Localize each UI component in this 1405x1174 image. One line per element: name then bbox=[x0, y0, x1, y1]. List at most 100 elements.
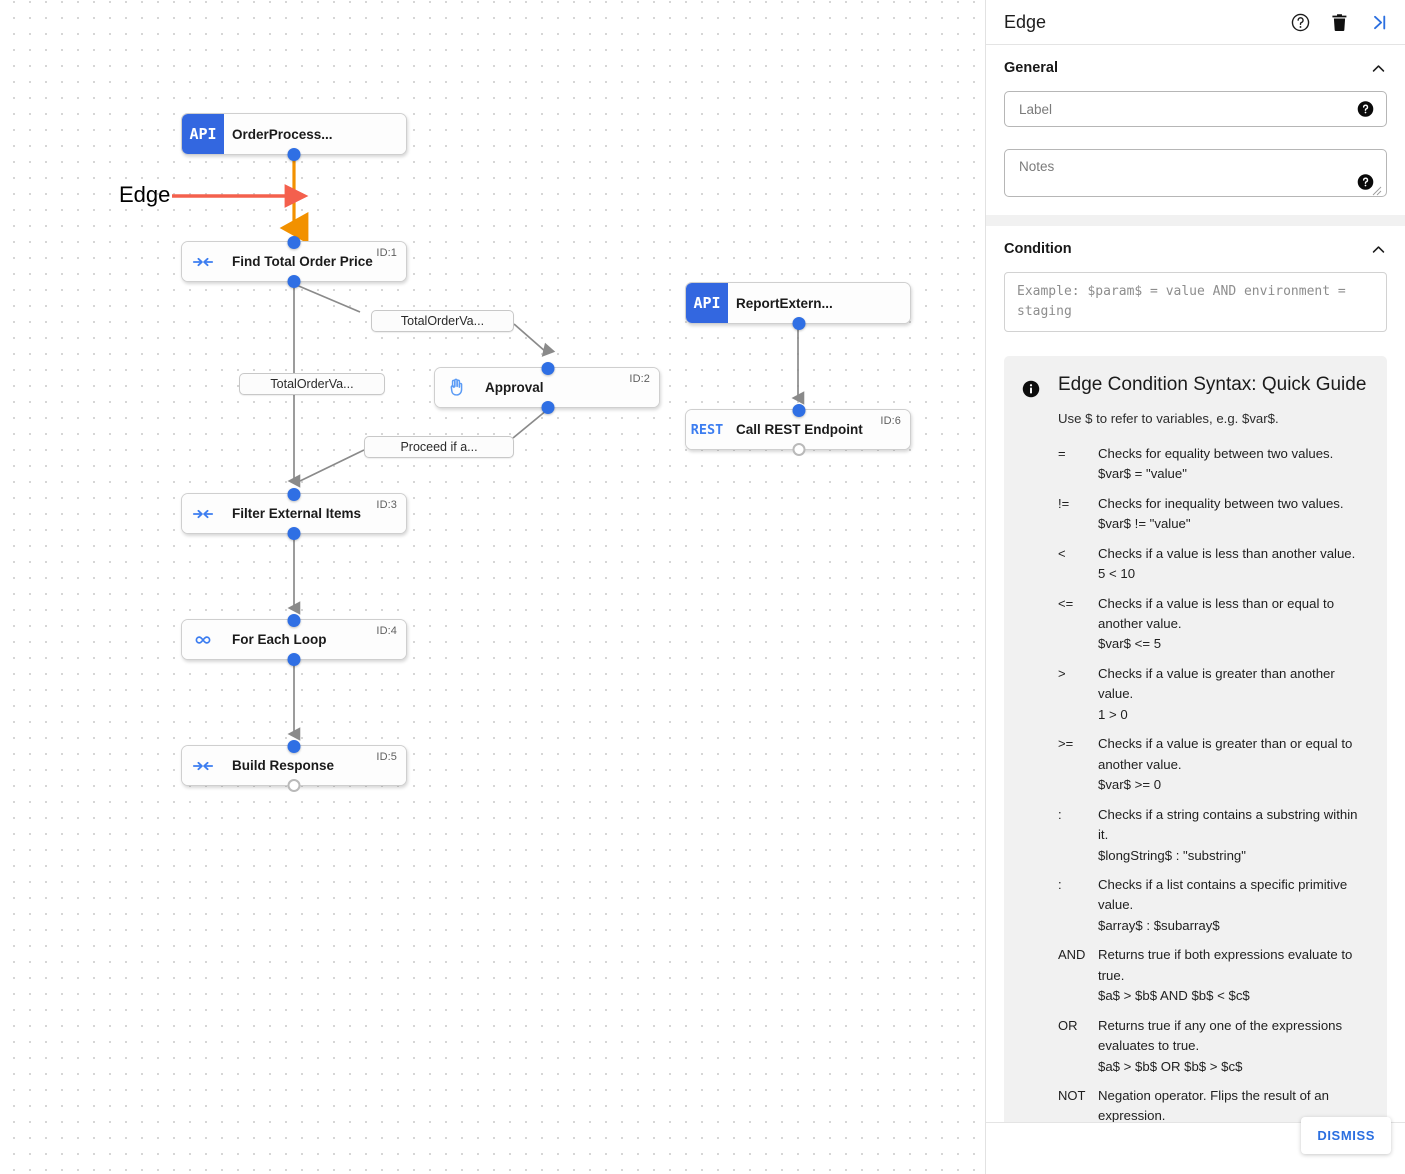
node-filter-external-items[interactable]: Filter External Items ID:3 bbox=[181, 487, 407, 540]
operator-description: Checks if a string contains a substring … bbox=[1098, 806, 1358, 843]
node-reportextern[interactable]: API ReportExtern... bbox=[685, 282, 911, 330]
node-approval[interactable]: Approval ID:2 bbox=[434, 361, 660, 414]
operator-symbol: > bbox=[1058, 665, 1066, 681]
operator-symbol: >= bbox=[1058, 736, 1074, 752]
notes-field-placeholder: Notes bbox=[1019, 159, 1055, 174]
operator-description: Checks for inequality between two values… bbox=[1098, 495, 1344, 511]
node-input-port[interactable] bbox=[287, 487, 301, 501]
collapse-panel-icon[interactable] bbox=[1368, 12, 1389, 33]
operator-example: $array$ : $subarray$ bbox=[1098, 917, 1220, 933]
operator-description-group: Checks if a value is less than or equal … bbox=[1098, 594, 1369, 655]
operator-description: Checks for equality between two values. bbox=[1098, 445, 1334, 461]
node-for-each-loop[interactable]: For Each Loop ID:4 bbox=[181, 613, 407, 666]
node-input-port[interactable] bbox=[287, 235, 301, 249]
edge-properties-panel: Edge bbox=[985, 0, 1405, 1174]
node-find-total-order-price[interactable]: Find Total Order Price ID:1 bbox=[181, 235, 407, 288]
node-output-port[interactable] bbox=[287, 526, 301, 540]
operator-row: <= Checks if a value is less than or equa… bbox=[1058, 594, 1369, 655]
notes-field[interactable]: Notes bbox=[1004, 149, 1387, 197]
rest-icon: REST bbox=[690, 421, 724, 438]
condition-section-header[interactable]: Condition bbox=[1004, 226, 1387, 272]
node-title: Find Total Order Price bbox=[232, 254, 373, 269]
operator-example: $longString$ : "substring" bbox=[1098, 847, 1246, 863]
operator-description: Negation operator. Flips the result of a… bbox=[1098, 1088, 1329, 1122]
node-build-response[interactable]: Build Response ID:5 bbox=[181, 739, 407, 792]
operator-symbol: AND bbox=[1058, 947, 1086, 963]
node-title: Call REST Endpoint bbox=[736, 422, 863, 437]
node-input-port[interactable] bbox=[541, 361, 555, 375]
node-output-port[interactable] bbox=[287, 652, 301, 666]
operator-description: Returns true if any one of the expressio… bbox=[1098, 1017, 1343, 1054]
operator-row: : Checks if a string contains a substring… bbox=[1058, 805, 1369, 866]
condition-section-label: Condition bbox=[1004, 241, 1072, 257]
operator-symbol: != bbox=[1058, 495, 1070, 511]
operator-description-group: Returns true if both expressions evaluat… bbox=[1098, 945, 1369, 1006]
operator-row: != Checks for inequality between two valu… bbox=[1058, 494, 1369, 535]
operator-description-group: Checks if a value is greater than anothe… bbox=[1098, 664, 1369, 725]
node-id-badge: ID:3 bbox=[376, 499, 397, 511]
operator-row: NOT Negation operator. Flips the result o… bbox=[1058, 1086, 1369, 1122]
guide-subtitle: Use $ to refer to variables, e.g. $var$. bbox=[1058, 410, 1279, 426]
node-output-port[interactable] bbox=[287, 147, 301, 161]
operator-row: OR Returns true if any one of the express… bbox=[1058, 1016, 1369, 1077]
general-section-header[interactable]: General bbox=[1004, 45, 1387, 91]
operator-description: Checks if a value is greater than or equ… bbox=[1098, 736, 1353, 772]
operator-symbol: <= bbox=[1058, 595, 1074, 611]
api-icon: API bbox=[182, 114, 224, 154]
node-orderprocess[interactable]: API OrderProcess... bbox=[181, 113, 407, 161]
dismiss-button[interactable]: DISMISS bbox=[1301, 1117, 1391, 1154]
node-id-badge: ID:6 bbox=[880, 415, 901, 427]
node-input-port[interactable] bbox=[287, 739, 301, 753]
operator-description: Checks if a value is greater than anothe… bbox=[1098, 665, 1335, 702]
node-input-port[interactable] bbox=[792, 403, 806, 417]
operator-example: $var$ != "value" bbox=[1098, 516, 1191, 532]
page-title: Edge bbox=[1004, 11, 1047, 32]
operator-example: 1 > 0 bbox=[1098, 706, 1128, 722]
node-title: ReportExtern... bbox=[736, 295, 833, 311]
node-output-port[interactable] bbox=[792, 316, 806, 330]
merge-arrows-icon bbox=[182, 746, 224, 785]
node-call-rest-endpoint[interactable]: REST Call REST Endpoint ID:6 bbox=[685, 403, 911, 456]
condition-section: Condition Example: $param$ = value AND e… bbox=[986, 226, 1405, 1122]
workflow-canvas[interactable]: Edge API OrderProcess... Find Total Orde… bbox=[0, 0, 985, 1174]
operator-row: AND Returns true if both expressions eval… bbox=[1058, 945, 1369, 1006]
node-title: OrderProcess... bbox=[232, 126, 333, 142]
general-section: General Label bbox=[986, 45, 1405, 215]
merge-arrows-icon bbox=[182, 494, 224, 533]
chevron-up-icon[interactable] bbox=[1370, 241, 1387, 258]
trash-icon[interactable] bbox=[1329, 12, 1350, 33]
general-section-label: General bbox=[1004, 60, 1058, 76]
label-field-placeholder: Label bbox=[1019, 101, 1053, 117]
condition-input[interactable]: Example: $param$ = value AND environment… bbox=[1004, 272, 1387, 332]
edge-label[interactable]: Proceed if a... bbox=[364, 436, 514, 458]
operator-example: $a$ > $b$ AND $b$ < $c$ bbox=[1098, 988, 1250, 1004]
node-output-port[interactable] bbox=[792, 442, 806, 456]
loop-icon bbox=[182, 620, 224, 659]
operator-symbol: NOT bbox=[1058, 1088, 1086, 1104]
operator-row: > Checks if a value is greater than anoth… bbox=[1058, 664, 1369, 725]
chevron-up-icon[interactable] bbox=[1370, 60, 1387, 77]
notes-help-icon[interactable] bbox=[1357, 174, 1374, 191]
help-icon[interactable] bbox=[1290, 12, 1311, 33]
operator-description-group: Checks if a value is less than another v… bbox=[1098, 544, 1369, 585]
operator-symbol: OR bbox=[1058, 1017, 1078, 1033]
notes-resize-handle[interactable] bbox=[1372, 183, 1382, 196]
edge-label[interactable]: TotalOrderVa... bbox=[371, 310, 514, 332]
operator-description-group: Checks for equality between two values.$… bbox=[1098, 444, 1369, 485]
label-help-icon[interactable] bbox=[1357, 101, 1374, 118]
node-output-port[interactable] bbox=[287, 778, 301, 792]
hand-icon bbox=[435, 368, 477, 407]
operator-list: =Checks for equality between two values.… bbox=[1058, 444, 1369, 1122]
operator-description-group: Returns true if any one of the expressio… bbox=[1098, 1016, 1369, 1077]
node-input-port[interactable] bbox=[287, 613, 301, 627]
label-field[interactable]: Label bbox=[1004, 91, 1387, 127]
edge-label[interactable]: TotalOrderVa... bbox=[239, 373, 385, 395]
node-output-port[interactable] bbox=[287, 274, 301, 288]
node-output-port[interactable] bbox=[541, 400, 555, 414]
operator-description-group: Negation operator. Flips the result of a… bbox=[1098, 1086, 1369, 1122]
operator-symbol: : bbox=[1058, 806, 1062, 822]
operator-description: Checks if a list contains a specific pri… bbox=[1098, 876, 1348, 913]
node-title: Approval bbox=[485, 380, 544, 395]
operator-row: <Checks if a value is less than another … bbox=[1058, 544, 1369, 585]
